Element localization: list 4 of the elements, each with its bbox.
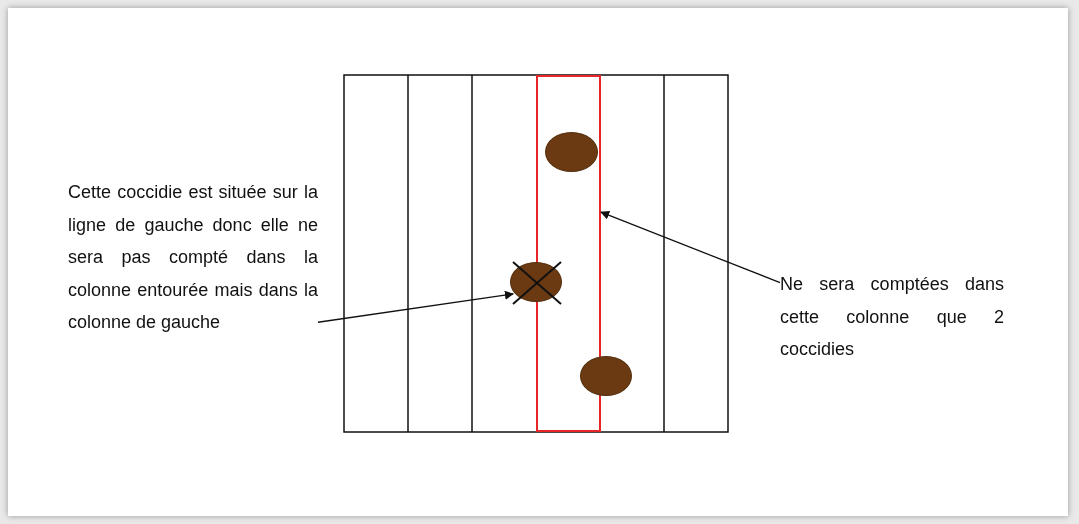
- annotation-text: Cette coccidie est située sur la ligne de gauche donc elle ne sera pas compté dans la colonne entourée mais dans la colonne de gauche: [68, 176, 318, 339]
- leader-arrow: [600, 210, 781, 284]
- annotation-text: Ne sera comptées dans cette colonne que 2 coccidies: [780, 268, 1004, 366]
- leader-arrow: [317, 290, 514, 323]
